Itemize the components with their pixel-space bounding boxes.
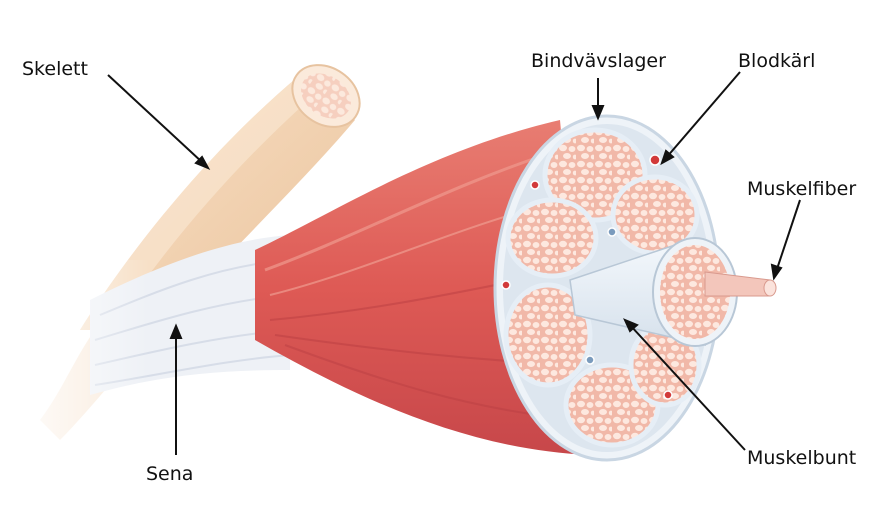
blood-vessels <box>501 154 673 400</box>
fascicles <box>503 127 702 448</box>
label-tendon: Sena <box>146 463 194 485</box>
label-skeleton: Skelett <box>22 58 88 80</box>
label-blood-vessel: Blodkärl <box>738 50 816 72</box>
muscle-bundle <box>569 237 738 347</box>
label-connective-tissue: Bindvävslager <box>531 50 666 72</box>
leader-lines <box>107 71 801 455</box>
tendon <box>0 235 291 440</box>
muscle-fiber <box>704 271 777 297</box>
label-muscle-fiber: Muskelfiber <box>747 178 857 200</box>
label-muscle-bundle: Muskelbunt <box>747 447 857 469</box>
muscle-cross-section <box>493 114 721 462</box>
